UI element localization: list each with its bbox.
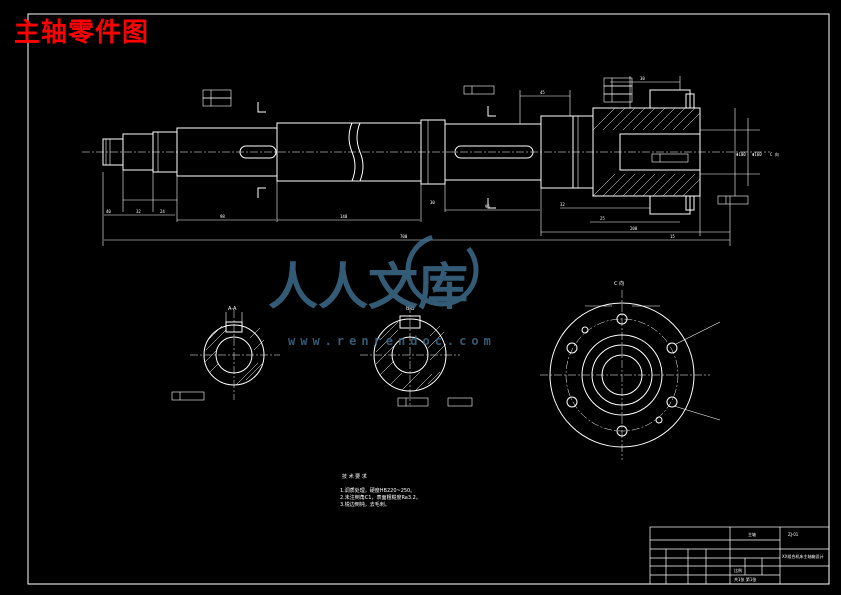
title-block-sheet: 共1张 第1张 [734, 576, 756, 582]
title-block-part-name: 主轴 [748, 531, 756, 537]
svg-text:25: 25 [600, 216, 605, 221]
svg-text:200: 200 [630, 226, 638, 231]
title-block: 主轴 ZJ-01 XX组合机床主轴箱设计 比例 共1张 第1张 [649, 526, 830, 585]
svg-text:Φ100: Φ100 [736, 152, 746, 157]
tolerance-frames [202, 77, 749, 205]
section-b-label: B-B [406, 306, 415, 312]
tech-req-item-3: 3.锐边倒钝，去毛刺。 [340, 501, 390, 508]
tech-req-item-2: 2.未注倒角C1，表面粗糙度Ra3.2。 [340, 494, 421, 501]
svg-text:30: 30 [430, 200, 435, 205]
section-b-b: B-B [360, 305, 473, 407]
svg-text:30: 30 [640, 76, 645, 81]
hatching-lower [592, 173, 701, 197]
svg-text:32: 32 [560, 202, 565, 207]
page-title: 主轴零件图 [14, 18, 150, 48]
dimension-lines [102, 76, 731, 246]
dimension-texts: 40 32 24 98 140 30 96 32 25 200 15 700 4… [106, 76, 762, 239]
tech-req-heading: 技 术 要 求 [342, 473, 367, 480]
view-c-flange: C 向 [540, 280, 721, 460]
title-block-drawing-no: ZJ-01 [788, 532, 799, 537]
tech-req-item-1: 1.调质处理，硬度HB220~250。 [340, 487, 415, 494]
svg-text:24: 24 [160, 209, 165, 214]
section-c-label: C 向 [614, 280, 624, 287]
watermark: 人人文库 www.renrendoc.com [268, 233, 496, 348]
section-a-a: A-A [171, 306, 280, 401]
technical-requirements: 技 术 要 求 1.调质处理，硬度HB220~250。 2.未注倒角C1，表面粗… [340, 473, 421, 508]
shaft-main-view [82, 89, 770, 215]
hatching-upper [592, 107, 701, 131]
drawing-frame [27, 13, 830, 585]
svg-text:140: 140 [340, 214, 348, 219]
svg-text:32: 32 [136, 209, 141, 214]
svg-text:40: 40 [106, 209, 111, 214]
watermark-url: www.renrendoc.com [288, 334, 496, 348]
svg-text:700: 700 [400, 234, 408, 239]
svg-text:C 向: C 向 [770, 151, 779, 157]
svg-text:98: 98 [220, 214, 225, 219]
section-markers: C 向 [257, 102, 779, 209]
svg-text:45: 45 [540, 90, 545, 95]
watermark-text: 人人文库 [268, 258, 468, 316]
svg-text:15: 15 [670, 234, 675, 239]
section-a-label: A-A [228, 306, 237, 312]
title-block-scale: 比例 [734, 567, 742, 573]
title-block-assembly: XX组合机床主轴箱设计 [782, 553, 823, 559]
svg-text:Φ160: Φ160 [752, 152, 762, 157]
